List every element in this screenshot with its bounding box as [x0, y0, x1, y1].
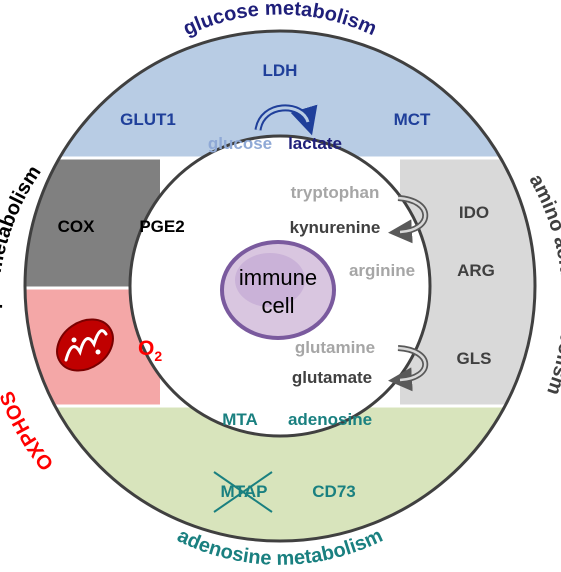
glut1-label: GLUT1 [120, 110, 176, 129]
immune-cell-line1: immune [239, 265, 317, 290]
glutamine-label: glutamine [295, 338, 375, 357]
mta-label: MTA [222, 410, 258, 429]
immune-cell: immune cell [220, 240, 336, 340]
glutamate-label: glutamate [292, 368, 372, 387]
inner-ring [128, 134, 432, 438]
arg-label: ARG [457, 261, 495, 280]
arginine-label: arginine [349, 261, 415, 280]
outer-ring [23, 29, 537, 543]
adenosine-band [25, 406, 535, 541]
gls-label: GLS [457, 349, 492, 368]
oxphos-title: OXPHOS [0, 388, 58, 474]
immune-cell-line2: cell [261, 293, 294, 318]
mitochondrion-icon [56, 318, 114, 372]
ido-label: IDO [459, 203, 489, 222]
cross-out-icon [213, 471, 273, 513]
adenosine-label: adenosine [288, 410, 372, 429]
pge2-label: PGE2 [139, 217, 184, 236]
kynurenine-label: kynurenine [290, 218, 381, 237]
lactate-label: lactate [288, 134, 342, 153]
tryptophan-label: tryptophan [291, 183, 380, 202]
cox-label: COX [58, 217, 96, 236]
mct-label: MCT [394, 110, 431, 129]
o2-label: O2 [138, 337, 162, 364]
ldh-label: LDH [263, 61, 298, 80]
cd73-label: CD73 [312, 482, 355, 501]
glucose-label: glucose [208, 134, 272, 153]
